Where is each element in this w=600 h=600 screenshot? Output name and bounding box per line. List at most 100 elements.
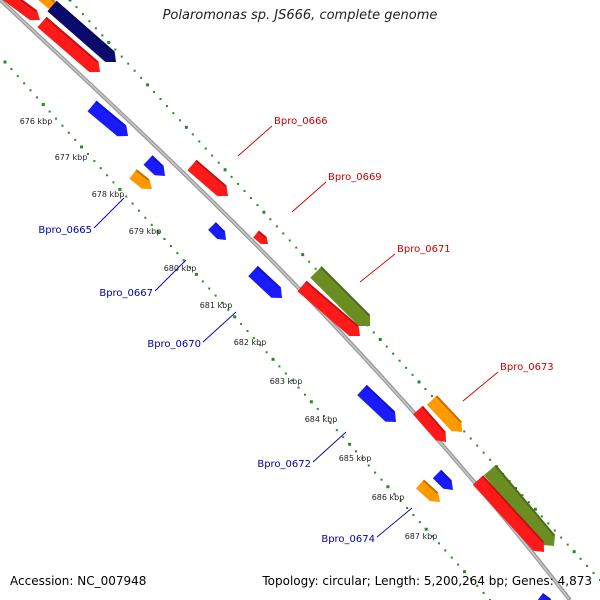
gc-dot: [10, 68, 13, 71]
gene-forward-top: [2, 0, 40, 21]
gene-bpro-0669-body: [253, 230, 268, 244]
gene-bpro-0673: [413, 405, 446, 442]
gc-dot: [457, 563, 460, 566]
gc-dot: [204, 147, 207, 150]
gene-label-forward: Bpro_0669: [328, 172, 382, 183]
gc-dot: [140, 76, 143, 79]
gc-dot: [237, 182, 240, 185]
gc-dot: [94, 27, 97, 30]
feature-olive-1-body: [310, 266, 370, 326]
gc-dot: [114, 48, 117, 51]
gc-dot: [75, 6, 78, 9]
gene-bpro-0673-body: [413, 405, 446, 442]
gene-bpro-0667-shade: [214, 222, 225, 233]
gc-dot: [68, 0, 72, 2]
feature-orange-673: [426, 395, 462, 432]
gc-dot: [514, 487, 517, 490]
gc-dot: [172, 112, 175, 115]
gc-dot: [424, 388, 427, 391]
gc-dot: [99, 167, 102, 170]
gc-dot: [144, 216, 147, 219]
feature-navy-top-shade: [55, 0, 115, 53]
gene-bpro-0666-shade: [195, 159, 227, 187]
gc-dot: [560, 536, 563, 539]
gc-dot: [348, 442, 352, 446]
gc-dot: [399, 499, 402, 502]
gc-dot: [194, 272, 198, 276]
gene-bpro-0671: [297, 280, 360, 337]
gc-dot: [418, 521, 421, 524]
genome-summary-text: Topology: circular; Length: 5,200,264 bp…: [262, 574, 592, 588]
gc-dot: [579, 557, 582, 560]
gc-dot: [93, 160, 96, 163]
feature-orange-678-body: [129, 169, 152, 189]
tick-label: 680 kbp: [164, 264, 197, 273]
gene-label-reverse: Bpro_0670: [147, 339, 201, 350]
backbone-track: [0, 0, 572, 600]
gc-dot: [259, 344, 262, 347]
gc-dot: [227, 308, 230, 311]
gc-dot: [284, 372, 287, 375]
gene-label-reverse: Bpro_0667: [99, 288, 153, 299]
gene-labels: Bpro_0666Bpro_0669Bpro_0671Bpro_0673Bpro…: [38, 116, 553, 545]
gene-bpro-0671-body: [297, 280, 360, 337]
gc-dot: [572, 550, 576, 554]
gene-bpro-0666: [187, 159, 228, 197]
feature-orange-678: [129, 169, 152, 189]
leader-line: [462, 371, 499, 402]
gene-forward-top-2: [37, 16, 100, 73]
leader-line: [93, 197, 125, 229]
feature-orange-top-shade: [50, 0, 56, 3]
gc-dot: [230, 175, 233, 178]
leader-line: [291, 181, 327, 213]
gc-dot: [301, 253, 305, 257]
gc-dot: [189, 266, 192, 269]
gene-reverse-bottom: [537, 592, 551, 600]
gene-forward-bottom: [472, 475, 544, 552]
tick-label: 677 kbp: [55, 153, 88, 162]
feature-navy-top-body: [47, 0, 116, 62]
gc-dot: [112, 181, 115, 184]
gc-dot: [489, 458, 492, 461]
gc-dot: [211, 154, 214, 157]
gene-label-reverse: Bpro_0665: [38, 225, 92, 236]
gene-bpro-0673-shade: [421, 405, 446, 434]
gc-dot: [133, 69, 136, 72]
gc-dot: [469, 437, 472, 440]
gc-dot: [262, 210, 266, 214]
gc-dot: [256, 204, 259, 207]
gc-dot: [243, 189, 246, 192]
gc-dot: [291, 379, 294, 382]
gc-dot: [176, 252, 179, 255]
gc-dot: [469, 577, 472, 580]
gene-bpro-0667a-shade: [151, 155, 164, 168]
gc-dot: [592, 571, 595, 574]
gc-dot: [586, 564, 589, 567]
backbone-highlight: [0, 0, 570, 600]
gc-dot: [329, 422, 332, 425]
gc-dot: [48, 110, 51, 113]
gene-forward-bottom-shade: [481, 475, 544, 543]
gene-bpro-0674-body: [432, 469, 453, 490]
gc-dot: [314, 267, 317, 270]
leader-line: [312, 431, 347, 463]
gc-dot: [308, 260, 311, 263]
feature-navy-top: [47, 0, 116, 62]
gc-dot: [88, 20, 91, 23]
gc-dot: [191, 133, 194, 136]
gene-bpro-0666-body: [187, 159, 228, 197]
gene-bpro-0667a-body: [143, 155, 165, 176]
gc-dot: [246, 330, 249, 332]
gc-dot: [462, 570, 466, 574]
tick-label: 685 kbp: [339, 454, 372, 463]
gc-dot: [431, 535, 434, 538]
gc-dot: [463, 430, 466, 433]
gc-dot: [118, 187, 122, 191]
map-title: Polaromonas sp. JS666, complete genome: [162, 8, 438, 23]
feature-olive-2-shade: [494, 464, 555, 537]
gene-bpro-0674: [432, 469, 453, 490]
gc-dot: [80, 145, 84, 149]
gc-dot: [482, 451, 485, 454]
